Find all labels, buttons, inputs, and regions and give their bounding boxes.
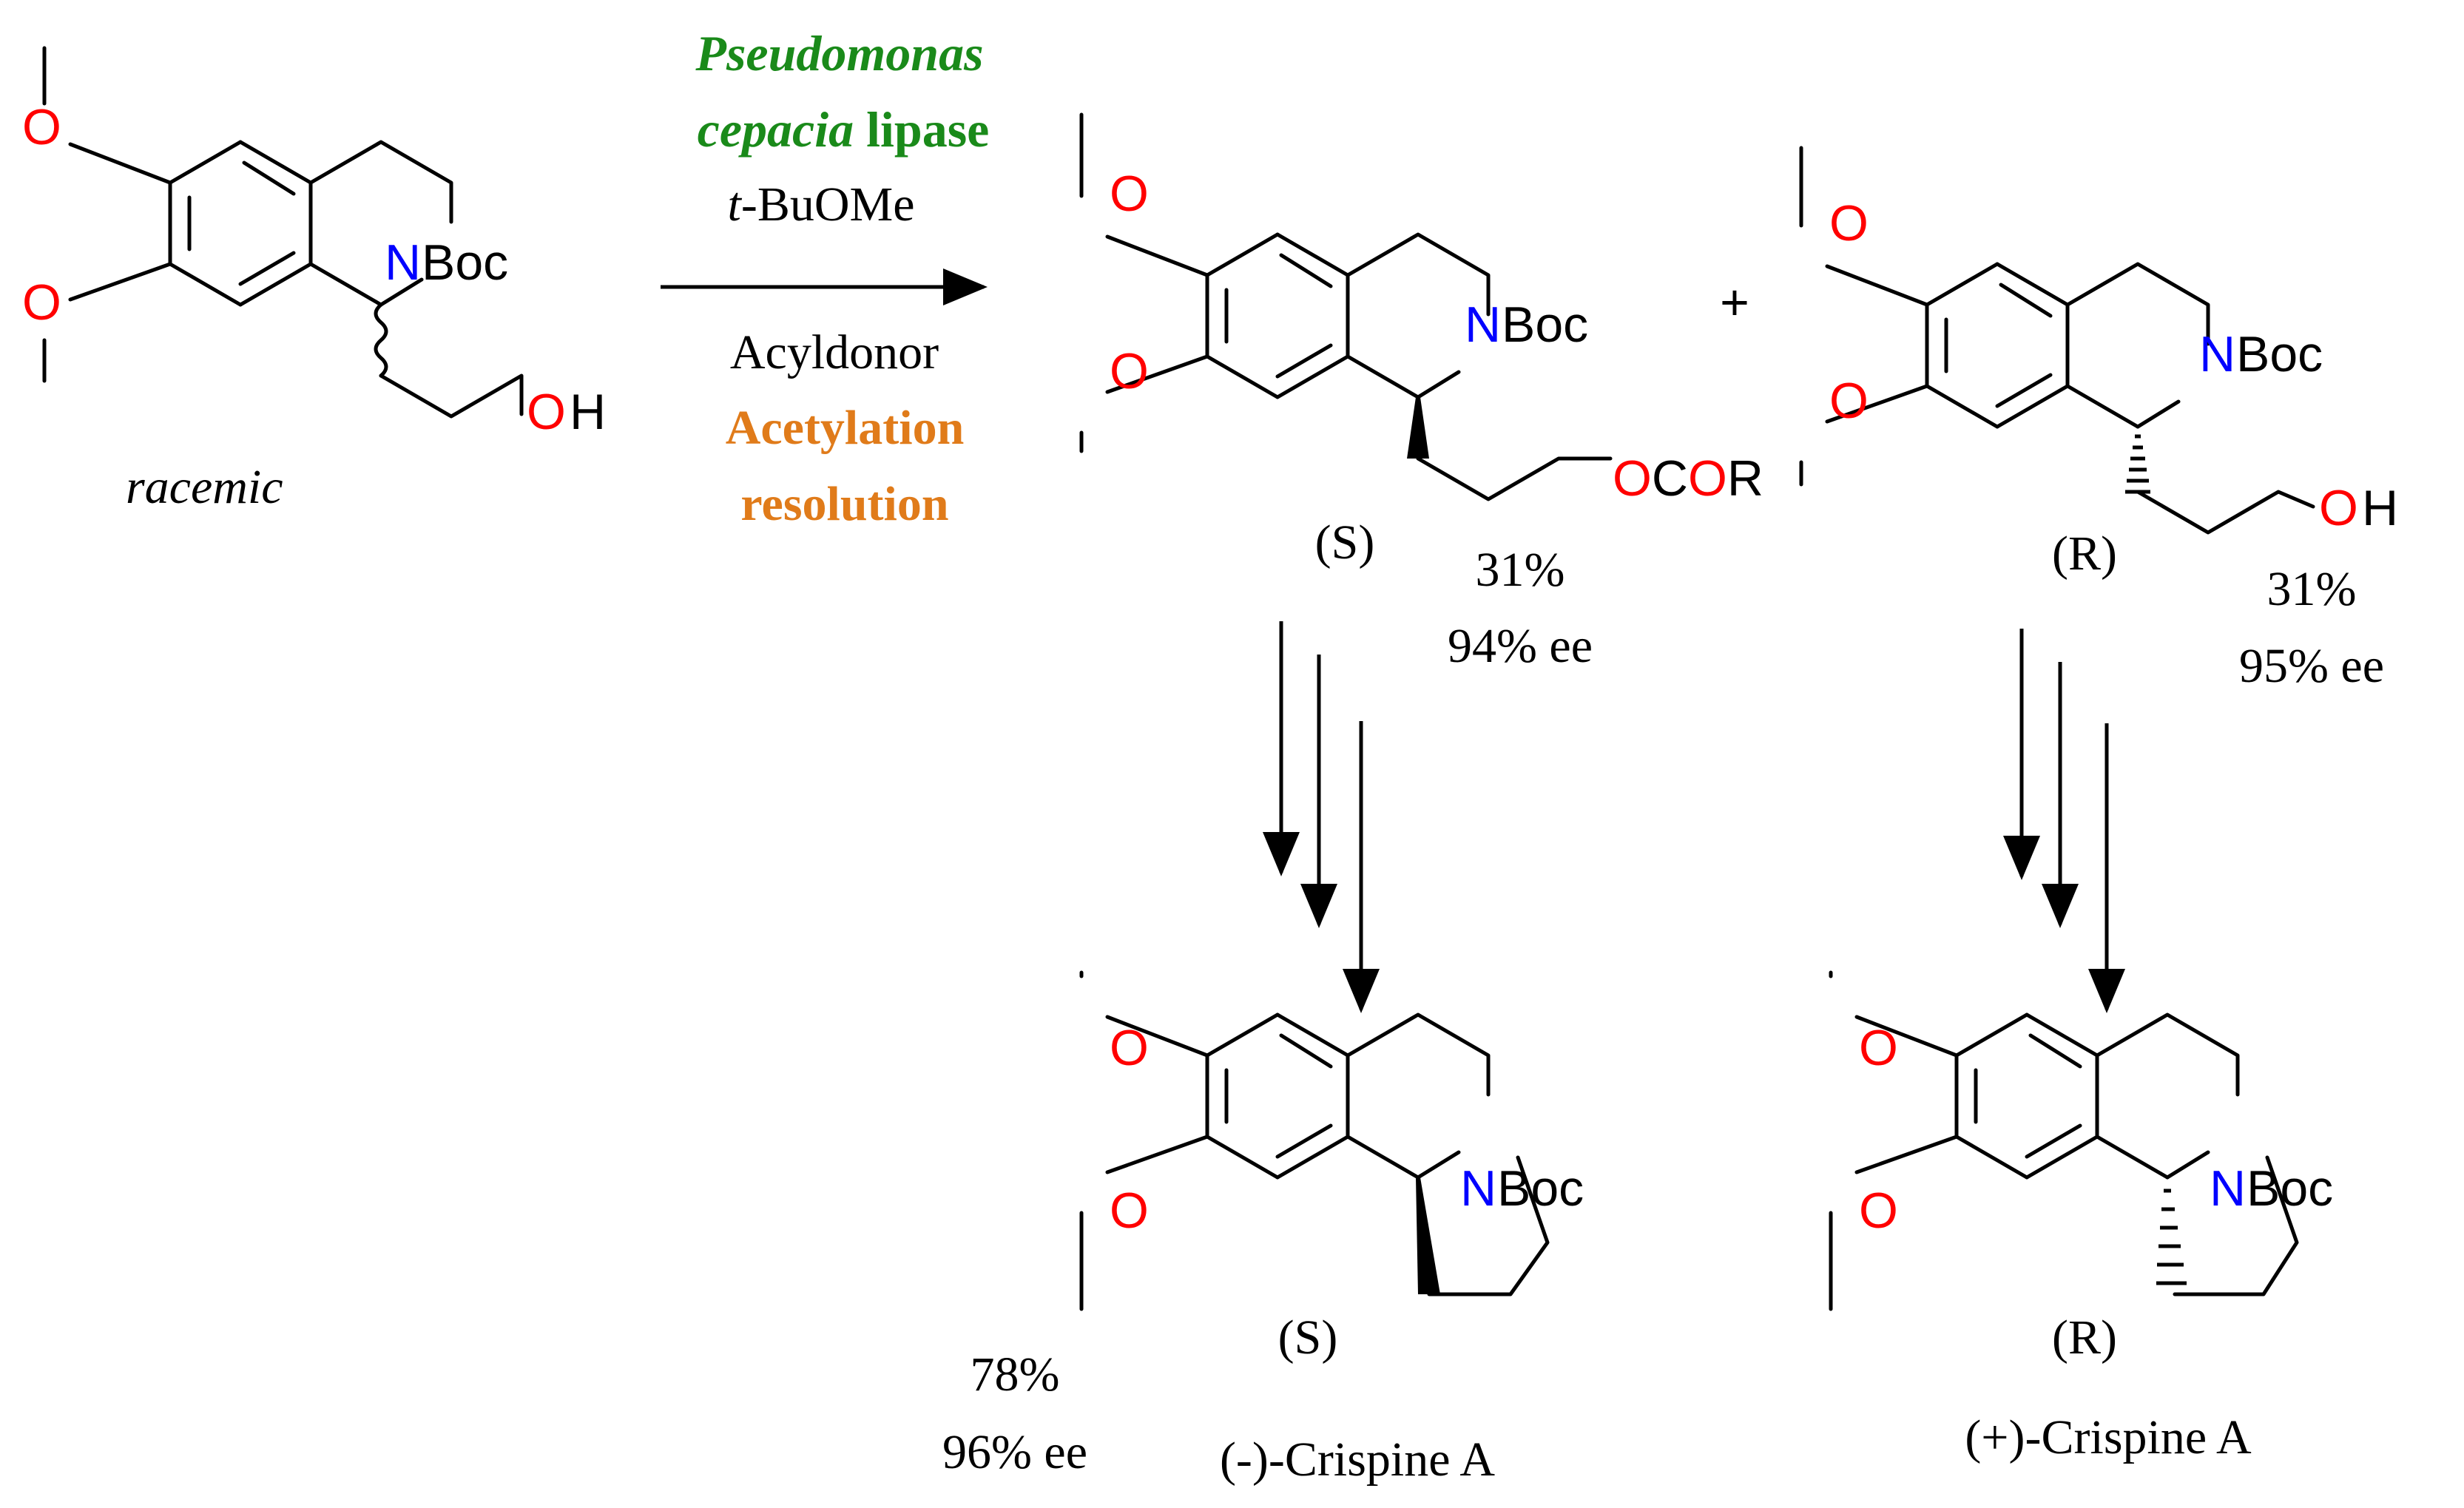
nitrogen-atom: N	[1465, 297, 1501, 353]
acyl-donor-label: Acyldonor	[730, 325, 939, 379]
s-crispine-ee: 96% ee	[942, 1425, 1087, 1479]
oxygen-atom: O	[1110, 1020, 1149, 1076]
oxygen-atom: O	[22, 274, 61, 331]
process-label-line2: resolution	[740, 477, 948, 531]
oxygen-atom: O	[1110, 1183, 1149, 1239]
s-ester-structure: O O N Boc OCOR	[1079, 112, 1763, 507]
multistep-arrows-right	[2003, 629, 2125, 1013]
boc-group: Boc	[1502, 297, 1588, 353]
s-ester-config: (S)	[1315, 515, 1375, 569]
bonds	[1799, 146, 2315, 535]
s-ester-yield: 31%	[1476, 543, 1565, 597]
s-ester-ee: 94% ee	[1448, 619, 1593, 673]
nitrogen-atom: N	[2199, 326, 2235, 382]
ester-group: OCOR	[1613, 450, 1763, 507]
r-alcohol-config: (R)	[2052, 527, 2117, 581]
s-crispine-structure: O O N Boc	[1079, 970, 1584, 1311]
process-label-line1: Acetylation	[726, 401, 965, 455]
racemic-caption: racemic	[126, 460, 283, 514]
r-crispine-name: (+)-Crispine A	[1965, 1410, 2252, 1464]
r-alcohol-structure: O O N Boc O H	[1799, 146, 2398, 536]
oxygen-atom: O	[1859, 1020, 1898, 1076]
multistep-arrows-left	[1263, 621, 1380, 1013]
plus-sign: +	[1720, 274, 1749, 331]
oxygen-atom: O	[527, 384, 566, 440]
boc-group: Boc	[2236, 326, 2323, 382]
r-crispine-structure: O O N Boc	[1829, 970, 2333, 1311]
oxygen-atom: O	[1110, 166, 1149, 222]
oxygen-atom: O	[2319, 480, 2358, 536]
oxygen-atom: O	[1829, 373, 1869, 429]
nitrogen-atom: N	[1460, 1160, 1496, 1217]
bonds	[1079, 970, 1550, 1311]
r-alcohol-yield: 31%	[2267, 562, 2357, 616]
r-alcohol-ee: 95% ee	[2239, 639, 2384, 693]
bonds	[1079, 112, 1613, 501]
bonds	[42, 46, 524, 419]
boc-group: Boc	[422, 234, 508, 291]
oxygen-atom: O	[1859, 1183, 1898, 1239]
boc-group: Boc	[1497, 1160, 1584, 1217]
hydrogen-atom: H	[2362, 480, 2398, 536]
hydrogen-atom: H	[570, 384, 606, 440]
reaction-conditions: Pseudomonas cepacia lipase t-BuOMe Acyld…	[661, 25, 989, 531]
enzyme-name-line2: cepacia lipase	[698, 101, 990, 158]
s-crispine-yield: 78%	[971, 1348, 1060, 1402]
oxygen-atom: O	[22, 99, 61, 155]
oxygen-atom: O	[1829, 195, 1869, 251]
enzyme-name-line1: Pseudomonas	[695, 25, 983, 81]
nitrogen-atom: N	[2210, 1160, 2246, 1217]
solvent-label: t-BuOMe	[728, 177, 915, 231]
boc-group: Boc	[2247, 1160, 2333, 1217]
oxygen-atom: O	[1110, 343, 1149, 399]
nitrogen-atom: N	[385, 234, 421, 291]
bonds	[1829, 970, 2299, 1311]
racemic-alcohol-structure: O O N Boc O H racemic	[22, 46, 606, 514]
s-crispine-config: (S)	[1278, 1311, 1338, 1365]
r-crispine-config: (R)	[2052, 1311, 2117, 1365]
s-crispine-name: (-)-Crispine A	[1220, 1433, 1495, 1487]
